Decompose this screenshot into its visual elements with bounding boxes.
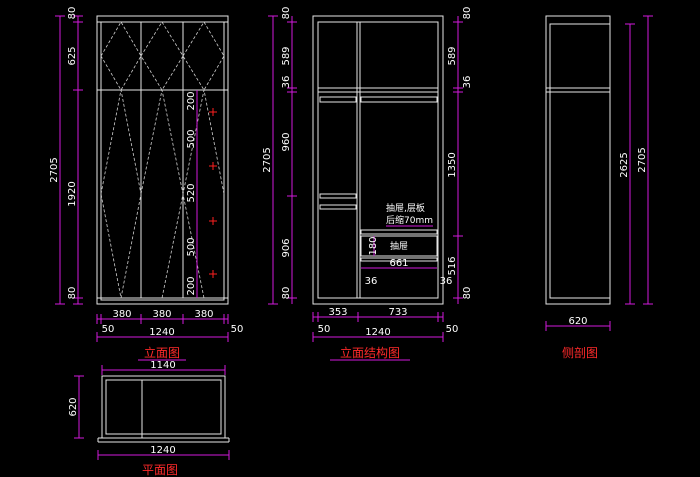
struct-gap-right: 50 [446, 324, 459, 335]
front-hinge-dim-5: 200 [186, 276, 197, 295]
struct-drawer-label: 抽屉 [390, 240, 408, 252]
front-gap-right: 50 [231, 324, 244, 335]
struct-width-2: 733 [388, 307, 407, 318]
struct-width-1: 353 [328, 307, 347, 318]
front-top-door-1-swing [100, 21, 142, 91]
struct-dim-right-5: 516 [447, 256, 458, 275]
struct-cabinet-outline [312, 15, 444, 305]
struct-dim-right-1: 80 [462, 7, 473, 20]
plan-title: 平面图 [142, 463, 178, 477]
front-low-door-3-swing [182, 89, 225, 299]
structure-title: 立面结构图 [340, 345, 400, 360]
front-title: 立面图 [144, 345, 180, 360]
plan-dim-inner: 1140 [150, 360, 175, 371]
struct-left-shelf [319, 193, 357, 199]
front-top-door-2-swing [140, 21, 184, 91]
struct-dim-left-1: 80 [281, 7, 292, 20]
front-dim-seg-1: 80 [67, 7, 78, 20]
front-hinge-marks [209, 108, 217, 278]
struct-note-1: 抽屉,层板 [386, 202, 425, 214]
struct-rail-right [360, 96, 438, 103]
struct-drawer-shelf [360, 229, 438, 235]
plan-dim-depth: 620 [68, 397, 79, 416]
struct-drawer-w: 661 [389, 258, 408, 269]
side-dim-depth: 620 [568, 316, 587, 327]
front-hinge-dim-3: 520 [186, 183, 197, 202]
struct-dim-right-2: 589 [447, 46, 458, 65]
struct-cabinet-inner [317, 21, 439, 299]
struct-gap-left: 50 [318, 324, 331, 335]
struct-drawer-h: 180 [368, 236, 379, 255]
struct-dim-total: 2705 [262, 147, 273, 172]
struct-side-left: 36 [365, 276, 378, 287]
side-section: 2625 2705 620 侧剖图 [545, 15, 653, 360]
front-low-door-1-swing [100, 89, 142, 299]
front-dim-seg-4: 80 [67, 287, 78, 300]
front-dim-total: 2705 [49, 157, 60, 182]
front-hinge-dim-2: 500 [186, 129, 197, 148]
struct-dim-left-2: 589 [281, 46, 292, 65]
struct-note-2: 后缩70mm [386, 214, 433, 226]
struct-dim-left-3: 36 [281, 76, 292, 89]
struct-rail-left [319, 96, 357, 103]
front-top-door-3-swing [182, 21, 225, 91]
front-low-door-2-swing [140, 89, 184, 299]
side-dim-total: 2705 [637, 147, 648, 172]
struct-dim-left-4: 960 [281, 132, 292, 151]
plan-dim-total: 1240 [150, 445, 175, 456]
struct-dim-right-6: 80 [462, 287, 473, 300]
front-gap-left: 50 [102, 324, 115, 335]
struct-dim-left-5: 906 [281, 238, 292, 257]
front-dim-seg-2: 625 [67, 46, 78, 65]
front-width-1: 380 [112, 309, 131, 320]
front-cabinet-outline [96, 15, 229, 305]
plan-view: 1140 620 1240 平面图 [68, 360, 230, 477]
front-dim-seg-3: 1920 [67, 181, 78, 206]
front-width-2: 380 [152, 309, 171, 320]
front-elevation: 2705 80 625 1920 80 200 500 520 500 200 … [49, 7, 244, 361]
front-hinge-dim-1: 200 [186, 91, 197, 110]
front-hinge-dim-4: 500 [186, 237, 197, 256]
struct-dim-left-6: 80 [281, 287, 292, 300]
plan-outline [101, 375, 226, 439]
struct-dim-right-4: 1350 [447, 152, 458, 177]
structure-elevation: 2705 80 589 36 960 906 80 80 589 36 1350… [262, 7, 473, 361]
struct-drawer [360, 235, 438, 257]
front-total-width: 1240 [149, 327, 174, 338]
front-cabinet-inner [100, 21, 225, 301]
side-title: 侧剖图 [562, 346, 598, 360]
side-dim-inner: 2625 [619, 152, 630, 177]
struct-side-right: 36 [440, 276, 453, 287]
side-outline [545, 15, 611, 305]
front-width-3: 380 [194, 309, 213, 320]
struct-total-width: 1240 [365, 327, 390, 338]
struct-dim-right-3: 36 [462, 76, 473, 89]
